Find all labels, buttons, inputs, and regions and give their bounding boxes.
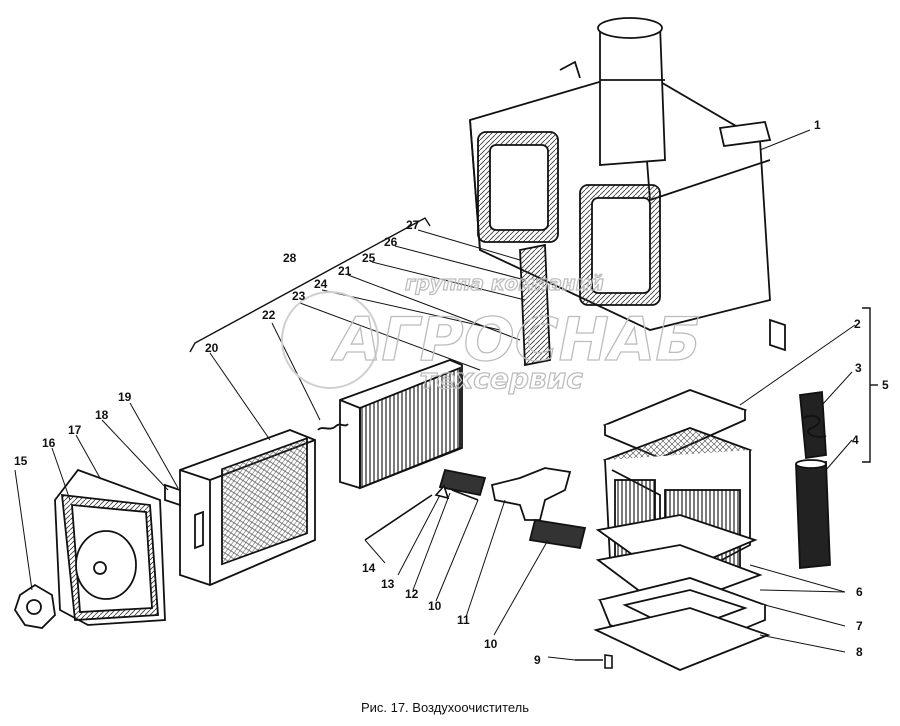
figure-caption-wrap: Рис. 17. Воздухоочиститель [0,700,900,715]
callout-10-left: 10 [428,599,442,613]
callout-16: 16 [42,436,56,450]
callout-15: 15 [14,454,28,468]
callout-25: 25 [362,251,376,265]
filter-cassette [179,359,463,586]
callout-21: 21 [338,264,352,278]
callout-17: 17 [68,423,82,437]
cover-assembly [14,468,181,629]
figure-caption: Рис. 17. Воздухоочиститель [360,700,530,715]
callout-12: 12 [405,587,419,601]
callout-26: 26 [384,235,398,249]
bracket-28 [189,217,431,353]
callout-18: 18 [95,408,109,422]
callout-11: 11 [457,613,470,627]
housing [469,17,786,367]
callout-24: 24 [314,277,328,291]
callout-9: 9 [534,653,541,667]
callout-22: 22 [262,308,276,322]
callout-1: 1 [814,118,821,132]
pipe-parts [438,467,587,550]
callout-4: 4 [852,433,859,447]
watermark-line2: АГРОСНАБ [331,305,701,375]
callout-19: 19 [118,390,132,404]
callout-10-right: 10 [484,637,498,651]
callout-23: 23 [292,289,306,303]
callout-2: 2 [854,317,861,331]
callout-13: 13 [381,577,395,591]
callout-8: 8 [856,645,863,659]
watermark: группа компаний АГРОСНАБ техсервис [281,270,702,396]
oil-bath-assembly [593,389,771,671]
callout-14: 14 [362,561,376,575]
small-hardware [364,484,613,669]
leader-lines [14,129,856,661]
watermark-line3: техсервис [420,362,583,395]
callout-7: 7 [856,619,863,633]
callout-numbers: 1 2 3 4 5 6 7 8 9 10 10 11 12 13 14 15 1… [14,118,889,667]
tube-parts [795,390,831,569]
callout-5: 5 [882,378,889,392]
callout-6: 6 [856,585,863,599]
callout-20: 20 [205,341,219,355]
callout-27: 27 [406,218,420,232]
bracket-5 [862,307,878,463]
callout-3: 3 [855,361,862,375]
watermark-line1: группа компаний [405,271,604,295]
callout-28: 28 [283,251,297,265]
